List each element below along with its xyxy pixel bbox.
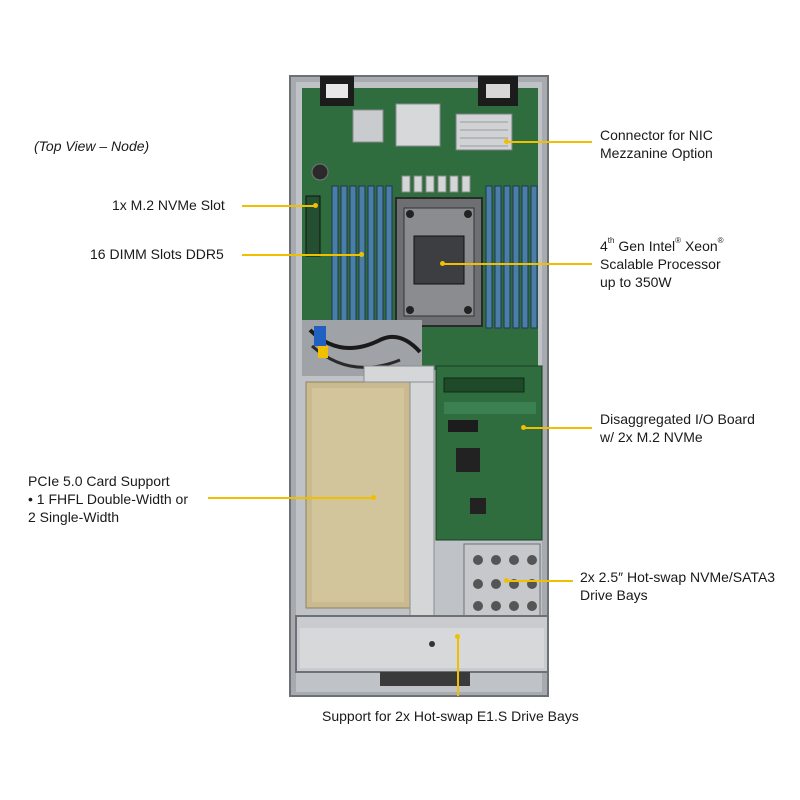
label-m2-slot: 1x M.2 NVMe Slot	[112, 197, 225, 213]
label-cpu: 4th Gen Intel® Xeon® Scalable Processor …	[600, 237, 724, 291]
leader-dot-io	[521, 425, 526, 430]
label-drive-bays: 2x 2.5″ Hot-swap NVMe/SATA3 Drive Bays	[580, 568, 775, 604]
leader-line-e1s	[457, 636, 459, 696]
label-pcie-line3: 2 Single-Width	[28, 509, 120, 525]
label-pcie-line1: PCIe 5.0 Card Support	[28, 473, 170, 489]
bmc-heatsink	[395, 103, 441, 147]
label-e1s: Support for 2x Hot-swap E1.S Drive Bays	[322, 708, 579, 724]
label-io-line1: Disaggregated I/O Board	[600, 411, 755, 427]
label-io-line2: w/ 2x M.2 NVMe	[600, 429, 703, 445]
leader-line-io	[524, 427, 592, 429]
front-handle	[380, 672, 470, 686]
leader-dot-drive	[504, 578, 509, 583]
io-m2-slot-2	[444, 402, 536, 414]
label-pcie-line2: • 1 FHFL Double-Width or	[28, 491, 188, 507]
label-dimm-slots: 16 DIMM Slots DDR5	[90, 246, 224, 262]
leader-dot-e1s	[455, 634, 460, 639]
capacitor	[311, 163, 329, 181]
leader-line-dimm	[242, 254, 362, 256]
leader-line-m2	[242, 205, 316, 207]
dimm-bank-right	[485, 185, 538, 329]
label-nic-line2: Mezzanine Option	[600, 145, 713, 161]
leader-dot-pcie	[371, 495, 376, 500]
view-caption: (Top View – Node)	[34, 138, 150, 154]
chipset-heatsink	[352, 109, 384, 143]
riser-bracket	[409, 365, 435, 617]
leader-dot-cpu	[440, 261, 445, 266]
nic-mezzanine-connector	[455, 113, 513, 151]
label-cpu-line1: 4th Gen Intel® Xeon®	[600, 236, 724, 255]
m2-slot	[305, 195, 321, 257]
leader-dot-nic	[504, 139, 509, 144]
label-cpu-line2: Scalable Processor	[600, 256, 721, 272]
leader-line-cpu	[444, 263, 592, 265]
label-nic-mezzanine: Connector for NIC Mezzanine Option	[600, 126, 713, 162]
leader-line-pcie	[208, 497, 374, 499]
label-cpu-line3: up to 350W	[600, 274, 672, 290]
dimm-bank-left	[331, 185, 393, 329]
cpu-package	[413, 235, 465, 285]
label-io-board: Disaggregated I/O Board w/ 2x M.2 NVMe	[600, 410, 755, 446]
leader-line-nic	[508, 141, 592, 143]
io-board	[435, 365, 543, 541]
leader-dot-dimm	[359, 252, 364, 257]
label-pcie: PCIe 5.0 Card Support • 1 FHFL Double-Wi…	[28, 472, 188, 526]
leader-line-drive	[507, 580, 573, 582]
label-nic-line1: Connector for NIC	[600, 127, 713, 143]
io-m2-slot-1	[443, 377, 525, 393]
label-drive-line2: Drive Bays	[580, 587, 648, 603]
label-drive-line1: 2x 2.5″ Hot-swap NVMe/SATA3	[580, 569, 776, 585]
leader-dot-m2	[313, 203, 318, 208]
